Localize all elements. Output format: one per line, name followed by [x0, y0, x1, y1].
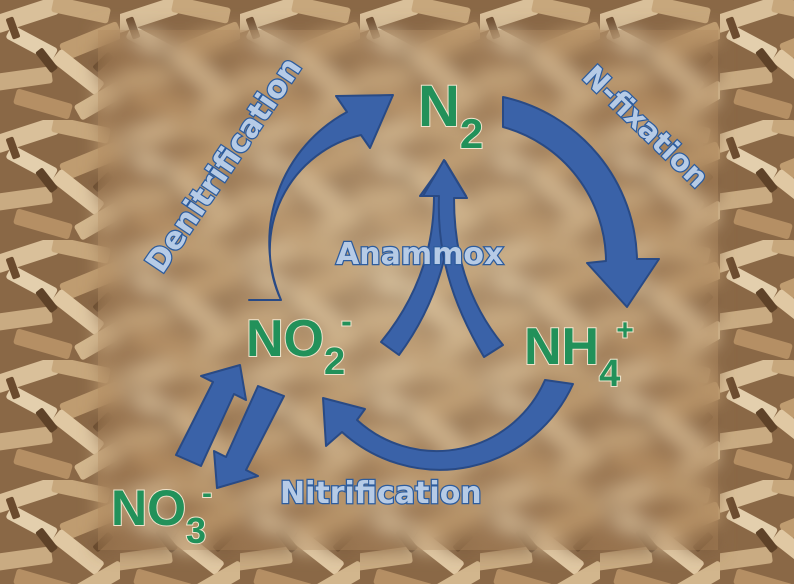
- species-no3: NO3-: [111, 477, 212, 551]
- no3-to-no2-arrow: [175, 364, 247, 467]
- label-nitrification: Nitrification: [280, 476, 482, 511]
- anammox-arrow-from-nh4: [422, 159, 504, 358]
- species-labels: N2 NH4+ NO2- NO3-: [110, 73, 635, 552]
- species-no2: NO2-: [246, 303, 352, 383]
- label-anammox: Anammox: [336, 237, 503, 272]
- species-n2: N2: [418, 74, 483, 157]
- cycle-arrows: [175, 94, 660, 489]
- denitrification-arrow: [248, 94, 394, 301]
- species-nh4: NH4+: [524, 314, 634, 395]
- nitrification-arrow: [322, 379, 574, 471]
- n-fixation-arrow: [502, 96, 660, 308]
- no2-to-no3-arrow: [213, 385, 285, 489]
